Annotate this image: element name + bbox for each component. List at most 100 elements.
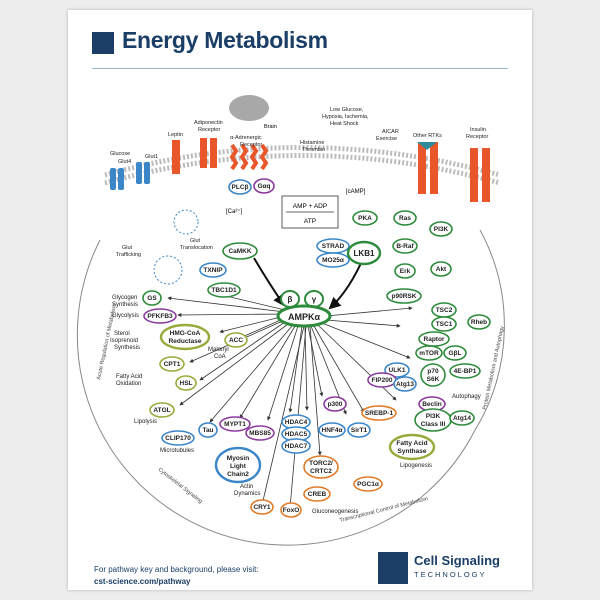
node-gbl[interactable] — [443, 345, 467, 361]
node-clip170[interactable] — [161, 430, 195, 446]
label-histamine: Histamine — [300, 140, 324, 146]
node-label-tsc1: TSC1 — [436, 321, 453, 328]
node-label-pka: PKA — [358, 215, 372, 222]
node-label-ampk: AMPKα — [288, 312, 320, 322]
node-tbc1d1[interactable] — [207, 282, 241, 298]
node-p70s6k[interactable] — [420, 363, 446, 387]
node-labels: PLCβ Gαq CaMKK PKA STRAD MO25α LKB1 Ras … — [147, 183, 487, 514]
node-fas[interactable] — [388, 433, 436, 461]
page-title: Energy Metabolism — [122, 27, 328, 53]
node-p90rsk[interactable] — [386, 288, 422, 304]
node-label-fip200: FIP200 — [372, 377, 393, 384]
node-erk[interactable] — [394, 263, 416, 279]
node-torc2[interactable] — [303, 455, 339, 479]
label-microtubules: Microtubules — [160, 448, 194, 454]
node-atgl[interactable] — [149, 402, 175, 418]
label-thrombin: Thrombin — [302, 147, 325, 153]
node-hmgcoa[interactable] — [159, 323, 211, 351]
label-glut-trafficking: Trafficking — [116, 252, 141, 258]
node-plc[interactable] — [228, 179, 252, 195]
node-sirt1[interactable] — [347, 422, 371, 438]
node-label-txnip: TXNIP — [203, 267, 223, 274]
label-actin-dynamics: Dynamics — [234, 491, 260, 497]
node-label-mtor: mTOR — [419, 350, 439, 357]
brand-sub: TECHNOLOGY — [414, 570, 487, 579]
label-oxidation: Oxidation — [116, 381, 141, 387]
label-glycogen-synthesis: Synthesis — [112, 302, 138, 308]
node-mtor[interactable] — [415, 345, 443, 361]
node-mo25[interactable] — [316, 252, 350, 268]
label-adiponectin-receptor: Receptor — [198, 127, 220, 133]
node-mypt1[interactable] — [219, 416, 251, 432]
node-braf[interactable] — [392, 238, 418, 254]
node-rheb[interactable] — [467, 314, 491, 330]
node-ulk1[interactable] — [384, 362, 410, 378]
rtk-ligand-icon — [417, 142, 437, 150]
node-srebp1[interactable] — [361, 405, 397, 421]
node-p300[interactable] — [323, 396, 347, 412]
node-gaq[interactable] — [253, 178, 275, 194]
node-tsc1[interactable] — [431, 316, 457, 332]
node-txnip[interactable] — [199, 262, 227, 278]
glut1-receptor — [136, 162, 150, 184]
title-divider — [92, 68, 508, 69]
node-camkk[interactable] — [222, 242, 258, 260]
node-label-creb: CREB — [308, 491, 327, 498]
node-4ebp1[interactable] — [449, 363, 481, 379]
node-shapes — [142, 178, 491, 518]
node-label-gaq: Gαq — [257, 183, 270, 190]
label-brain: Brain — [264, 124, 277, 130]
brand-name: Cell Signaling — [414, 553, 500, 568]
footer-url[interactable]: cst-science.com/pathway — [94, 577, 191, 586]
label-glycogen: Glycogen — [112, 295, 137, 301]
membrane-inner — [104, 153, 501, 186]
node-foxo[interactable] — [280, 502, 302, 518]
node-hdac7[interactable] — [281, 438, 311, 454]
node-hsl[interactable] — [175, 375, 197, 391]
adiponectin-receptor-b — [210, 138, 217, 168]
node-pfkfb3[interactable] — [143, 308, 177, 324]
outer-arc — [76, 239, 476, 546]
node-gs[interactable] — [142, 290, 162, 306]
node-pgc1a[interactable] — [353, 476, 383, 492]
node-label-p70: p70 — [427, 368, 439, 375]
node-label-mbs85: MBS85 — [249, 430, 271, 437]
label-glut-translocation: Translocation — [180, 245, 213, 251]
node-label-s6k: S6K — [427, 376, 440, 383]
node-hnf4a[interactable] — [318, 422, 346, 438]
node-label-clip170: CLIP170 — [165, 435, 191, 442]
node-cry1[interactable] — [250, 499, 274, 515]
node-label-hdac4: HDAC4 — [285, 419, 308, 426]
node-label-sirt1: SirT1 — [351, 427, 368, 434]
node-mbs85[interactable] — [245, 425, 275, 441]
label-aicar: AICAR — [382, 129, 399, 135]
glut4-receptor — [110, 168, 124, 190]
node-label-atg13: Atg13 — [396, 381, 414, 388]
node-acc[interactable] — [224, 332, 248, 348]
node-mlc2[interactable] — [214, 446, 262, 484]
node-label-braf: B-Raf — [396, 243, 414, 250]
node-label-camkk: CaMKK — [228, 248, 251, 255]
node-label-beclin: Beclin — [422, 401, 442, 408]
node-pka[interactable] — [352, 210, 378, 226]
node-atg14[interactable] — [449, 410, 475, 426]
node-label-atgl: ATGL — [153, 407, 170, 414]
node-label-torc2: TORC2/ — [309, 460, 333, 467]
node-label-p90rsk: p90RSK — [392, 293, 417, 300]
node-atg13[interactable] — [393, 376, 417, 392]
node-ampk-alpha[interactable] — [276, 304, 332, 328]
node-ras[interactable] — [393, 210, 417, 226]
node-label-srebp1: SREBP-1 — [365, 410, 394, 417]
node-tau[interactable] — [198, 422, 218, 438]
label-low-glucose: Low Glucose, — [330, 107, 364, 113]
node-creb[interactable] — [303, 486, 331, 502]
label-exercise: Exercise — [376, 136, 397, 142]
node-label-atg14: Atg14 — [453, 415, 471, 422]
label-isoprenoid: Isoprenoid — [110, 338, 138, 344]
node-akt[interactable] — [430, 261, 452, 277]
node-pi3k[interactable] — [429, 221, 453, 237]
node-lkb1[interactable] — [346, 240, 382, 266]
node-label-myosin: Myosin — [227, 455, 249, 462]
node-cpt1[interactable] — [159, 356, 185, 372]
label-glut4: Glut4 — [118, 159, 131, 165]
